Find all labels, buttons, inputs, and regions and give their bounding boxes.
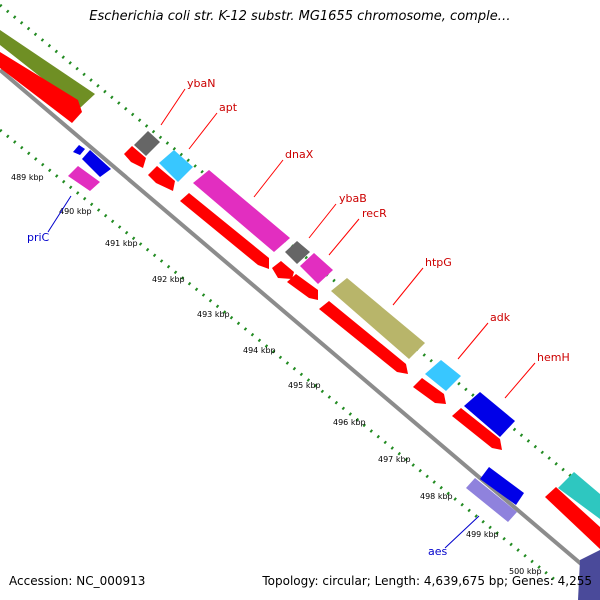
gene-block-cyan-edge[interactable] (558, 472, 600, 519)
gene-label: htpG (425, 256, 452, 269)
blue-arrow-2[interactable] (82, 150, 111, 177)
gene-label: apt (219, 101, 238, 114)
ruler-tick: 492 kbp (152, 275, 185, 284)
gene-block-cyan-1[interactable] (159, 150, 193, 182)
red-arrow-9[interactable] (545, 487, 600, 549)
ruler-ticks: 489 kbp 490 kbp 491 kbp 492 kbp 493 kbp … (11, 173, 542, 576)
gene-block-pink-dnaX[interactable] (193, 170, 290, 252)
gene-block-olive-htpG[interactable] (331, 278, 425, 359)
gene-label: adk (490, 311, 511, 324)
red-arrow-7[interactable] (413, 378, 446, 404)
ruler-tick: 496 kbp (333, 418, 366, 427)
gene-labels: ybaN apt dnaX ybaB recR htpG adk hemH pr… (27, 77, 570, 558)
gene-block-gray-1[interactable] (134, 131, 160, 156)
red-arrow-6[interactable] (319, 301, 408, 374)
red-arrow-8[interactable] (452, 408, 502, 450)
red-arrow-4[interactable] (272, 261, 294, 279)
gene-label: priC (27, 231, 50, 244)
red-arrow-3[interactable] (180, 193, 269, 269)
gene-block-cyan-adk[interactable] (425, 360, 461, 391)
ybaN-upstream-gene-block[interactable] (0, 30, 95, 108)
accession-text: Accession: NC_000913 (9, 574, 146, 588)
blue-arrow-3[interactable] (480, 467, 524, 505)
inner-dotted-track (0, 128, 556, 582)
red-arrow-5[interactable] (287, 274, 318, 300)
red-arrow-1[interactable] (124, 146, 146, 168)
ruler-tick: 493 kbp (197, 310, 230, 319)
ruler-tick: 491 kbp (105, 239, 138, 248)
ruler-tick: 494 kbp (243, 346, 276, 355)
gene-block-blue-hemH[interactable] (464, 392, 515, 437)
ruler-tick: 489 kbp (11, 173, 44, 182)
ruler-tick: 500 kbp (509, 567, 542, 576)
gene-block-lavender-aes[interactable] (466, 478, 517, 522)
red-arrow-2[interactable] (148, 166, 175, 191)
blue-arrow-1[interactable] (73, 145, 85, 155)
gene-label: hemH (537, 351, 570, 364)
gene-label: aes (428, 545, 448, 558)
ruler-tick: 490 kbp (59, 207, 92, 216)
ruler-tick: 499 kbp (466, 530, 499, 539)
ruler-tick: 498 kbp (420, 492, 453, 501)
gene-label: ybaB (339, 192, 367, 205)
backbone-line (0, 68, 600, 582)
gene-label: dnaX (285, 148, 314, 161)
gene-label: ybaN (187, 77, 215, 90)
ruler-tick: 495 kbp (288, 381, 321, 390)
topology-text: Topology: circular; Length: 4,639,675 bp… (262, 574, 592, 588)
gene-label: recR (362, 207, 387, 220)
map-title: Escherichia coli str. K-12 substr. MG165… (89, 9, 511, 24)
ruler-tick: 497 kbp (378, 455, 411, 464)
gene-block-pink-recR[interactable] (300, 253, 333, 284)
ybaN-upstream-red-arrow[interactable] (0, 52, 82, 123)
gene-block-gray-2[interactable] (285, 241, 310, 264)
gene-block-navy-edge[interactable] (578, 550, 600, 600)
gene-block-pink-priC[interactable] (68, 166, 100, 191)
